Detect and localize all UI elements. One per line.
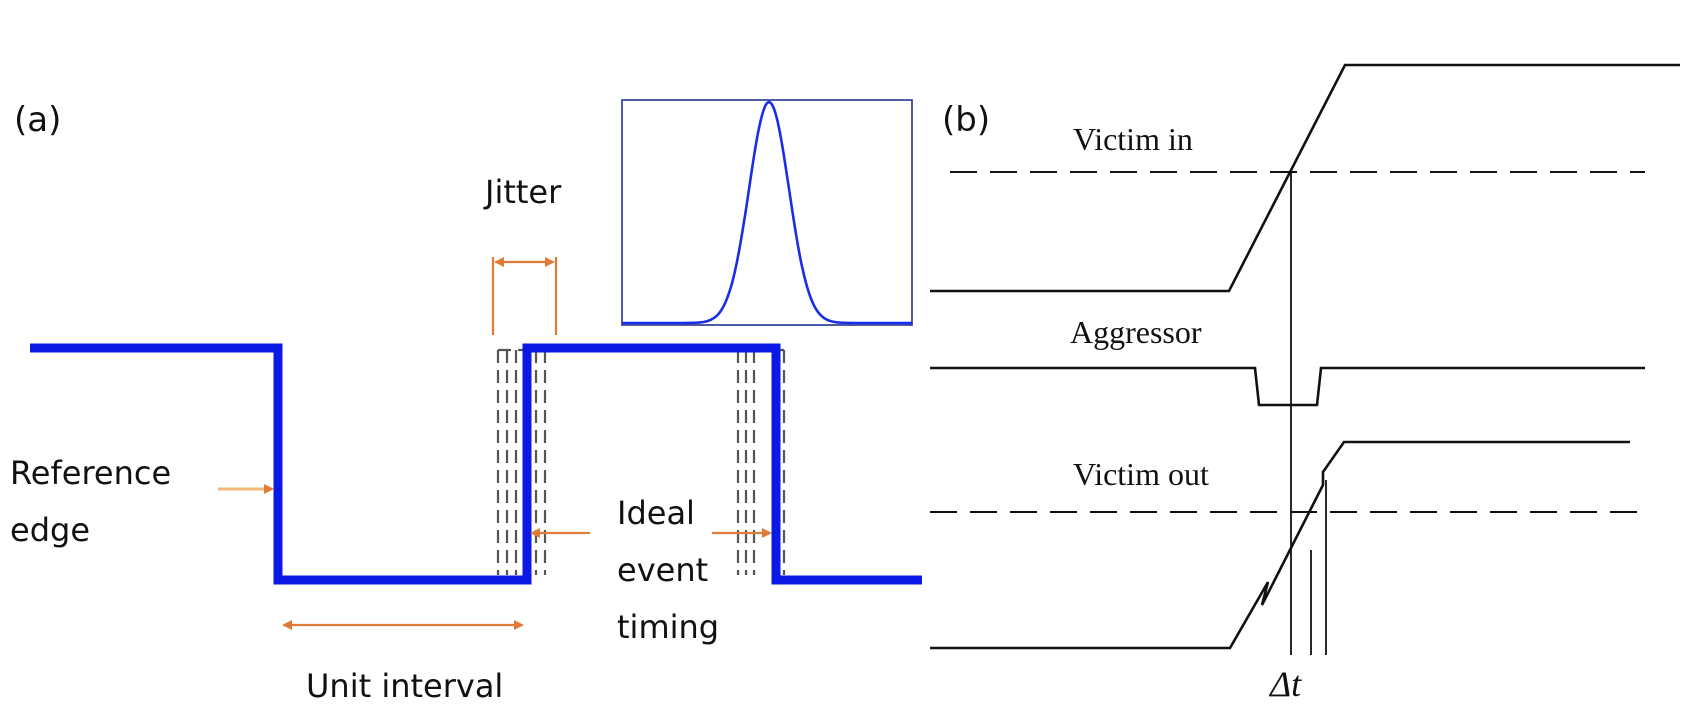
victim-out-waveform [930,440,1630,650]
inset-frame [621,99,913,326]
unit-interval-label: Unit interval [306,667,503,705]
gaussian-curve [622,100,912,325]
reference-edge-label-line2: edge [10,511,90,549]
panel-a-label: (a) [14,100,61,140]
victim-out-label: Victim out [1073,456,1209,492]
reference-edge-label-line1: Reference [10,454,171,492]
panel-b: (b) Victim in Aggressor Victim out Δt [930,63,1680,704]
rising-edge-jitter-lines [496,348,547,575]
aggressor-label: Aggressor [1070,314,1202,350]
panel-b-label: (b) [942,100,990,140]
ideal-timing-label-line3: timing [617,608,719,646]
victim-in-waveform [930,63,1680,293]
ideal-timing-label-line2: event [617,551,708,589]
delta-t-label: Δt [1268,664,1302,704]
jitter-distribution-inset [621,99,913,326]
victim-in-label: Victim in [1073,121,1193,157]
panel-a: (a) Jitter [10,99,922,705]
clock-signal-waveform [30,343,922,585]
aggressor-waveform [930,366,1645,407]
jitter-bracket [491,257,558,335]
jitter-label: Jitter [483,173,562,211]
ideal-timing-label-line1: Ideal [617,494,695,532]
delta-t-markers [1290,172,1327,655]
